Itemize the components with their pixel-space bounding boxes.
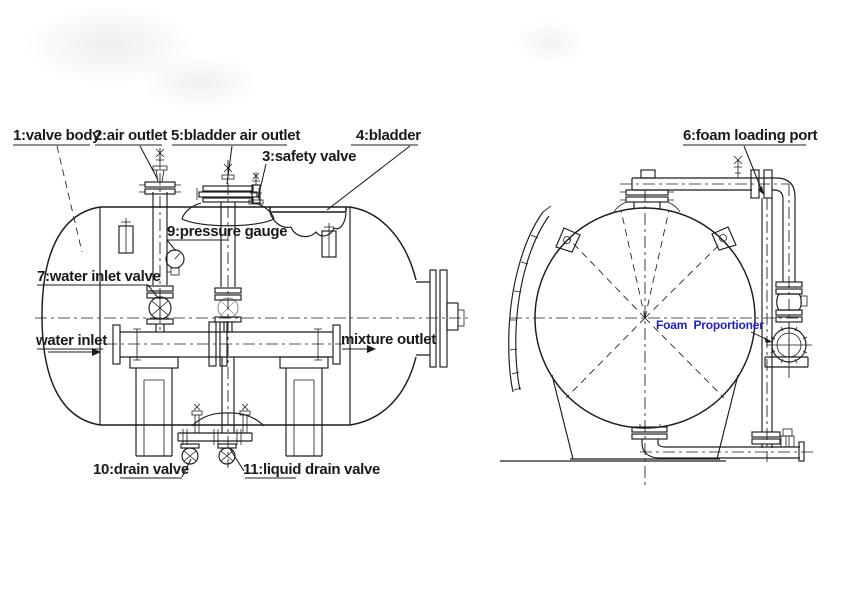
bladder-air-outlet-pipe (181, 160, 275, 468)
annotation-lines (13, 144, 806, 479)
tank-shell (35, 206, 470, 426)
label-bladder-air-outlet: 5:bladder air outlet (171, 127, 300, 144)
label-water-inlet: water inlet (35, 332, 107, 349)
vent-valve (733, 155, 743, 178)
label-foam-proportioner: Foam Proportioner (656, 318, 764, 332)
label-foam-loading-port: 6:foam loading port (683, 127, 818, 144)
pressure-gauge (165, 249, 185, 276)
label-water-inlet-valve: 7:water inlet valve (37, 268, 161, 285)
foam-proportioner-device (764, 322, 812, 368)
support-leg-left (129, 356, 179, 457)
mixture-outlet-nozzle (416, 269, 465, 368)
shell-circle (510, 190, 800, 487)
water-inlet-valve-assembly (146, 285, 174, 332)
labels: 1:valve body 2:air outlet 5:bladder air … (13, 127, 818, 478)
safety-valve (248, 172, 264, 205)
support-leg-right (279, 356, 329, 457)
saddle-support (500, 374, 739, 462)
bladder-outlet-lower-valve (214, 287, 242, 332)
label-bladder: 4:bladder (356, 127, 421, 144)
shell-lug-right (711, 226, 737, 251)
label-drain-valve: 10:drain valve (93, 461, 189, 478)
label-air-outlet: 2:air outlet (94, 127, 167, 144)
label-safety-valve: 3:safety valve (262, 148, 356, 165)
inlet-manifold-pipe (105, 321, 345, 367)
side-view (35, 148, 470, 468)
bottom-pipe (631, 424, 813, 462)
label-mixture-outlet: mixture outlet (341, 331, 436, 348)
air-outlet-pipe (139, 148, 181, 331)
end-view (500, 155, 813, 487)
label-liquid-drain-valve: 11:liquid drain valve (243, 461, 380, 478)
drain-valve-10 (180, 443, 200, 465)
bladder-shape (269, 207, 347, 238)
shell-lug-left (555, 227, 581, 253)
ladder-strip (508, 205, 552, 393)
drain-assembly (177, 357, 265, 465)
foam-loading-pipe (620, 155, 796, 282)
riser-pipe (751, 198, 781, 462)
label-valve-body: 1:valve body (13, 127, 101, 144)
lifting-lug-left (118, 218, 134, 254)
riser-valve (775, 184, 808, 378)
lifting-lug-right (321, 223, 337, 258)
label-pressure-gauge: 9:pressure gauge (167, 223, 287, 240)
